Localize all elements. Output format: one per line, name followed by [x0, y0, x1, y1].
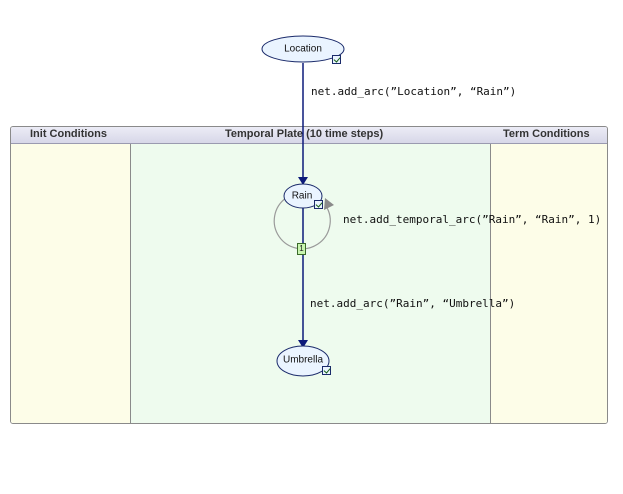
init-conditions-area[interactable] — [11, 144, 131, 423]
node-umbrella[interactable] — [276, 345, 330, 377]
rain-checked-icon — [314, 200, 323, 209]
code-add-arc-rain-umbrella: net.add_arc(”Rain”, “Umbrella”) — [310, 297, 516, 310]
temporal-arc-arrowhead — [324, 198, 334, 210]
init-conditions-title: Init Conditions — [30, 128, 107, 140]
temporal-arc-rain-rain[interactable] — [273, 197, 331, 250]
location-checked-icon — [332, 55, 341, 64]
node-umbrella-label: Umbrella — [282, 354, 324, 366]
temporal-plate: Init Conditions Temporal Plate (10 time … — [10, 126, 608, 424]
node-rain[interactable] — [283, 183, 323, 209]
node-location-label: Location — [284, 43, 322, 55]
code-add-arc-location-rain: net.add_arc(”Location”, “Rain”) — [311, 85, 517, 98]
term-conditions-area[interactable] — [491, 144, 607, 423]
node-rain-label: Rain — [291, 190, 313, 202]
temporal-order-badge: 1 — [297, 243, 306, 255]
term-conditions-title: Term Conditions — [503, 128, 590, 140]
code-add-temporal-arc: net.add_temporal_arc(”Rain”, “Rain”, 1) — [343, 213, 602, 226]
node-location[interactable] — [261, 35, 345, 63]
temporal-plate-title: Temporal Plate (10 time steps) — [225, 128, 384, 140]
plate-header: Init Conditions Temporal Plate (10 time … — [11, 127, 607, 144]
umbrella-checked-icon — [322, 366, 331, 375]
